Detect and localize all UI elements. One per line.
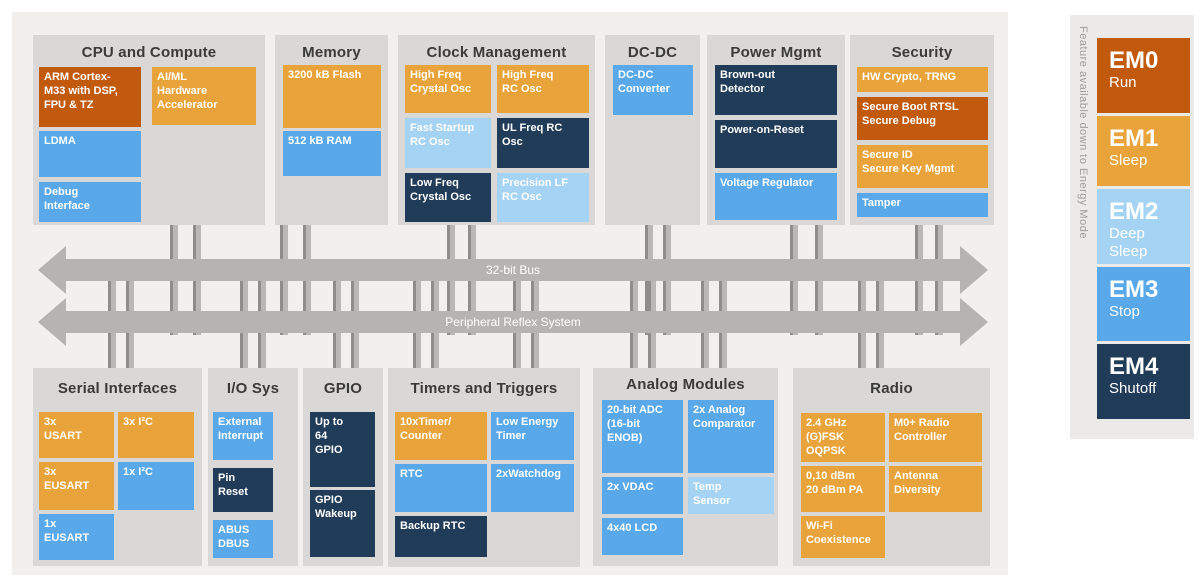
item-backup-rtc: Backup RTC	[395, 516, 487, 557]
item-voltage-regulator: Voltage Regulator	[715, 173, 837, 220]
item-debug-interface: Debug Interface	[39, 182, 141, 222]
section-gpio-title: GPIO	[323, 380, 363, 397]
item-secure-id-key-mgmt: Secure ID Secure Key Mgmt	[857, 145, 988, 188]
bus-32bit-label: 32-bit Bus	[485, 263, 541, 277]
energy-mode-sub: Shutoff	[1109, 380, 1157, 398]
item-pin-reset: Pin Reset	[213, 468, 273, 512]
item-low-energy-timer: Low Energy Timer	[491, 412, 574, 460]
energy-mode-sub: Stop	[1109, 303, 1140, 321]
energy-mode-name: EM4	[1109, 353, 1159, 380]
item-external-interrupt: External Interrupt	[213, 412, 273, 460]
item-gpio-wakeup: GPIO Wakeup	[310, 490, 375, 557]
item-tamper: Tamper	[857, 193, 988, 217]
section-memory: Memory	[275, 35, 388, 225]
item-dcdc-converter: DC-DC Converter	[613, 65, 693, 115]
bus-prs-label: Peripheral Reflex System	[445, 315, 581, 329]
bus-arrowhead-left	[38, 246, 66, 294]
bus-arrowhead-left	[38, 298, 66, 346]
section-clock-title: Clock Management	[426, 44, 567, 61]
item-flash: 3200 kB Flash	[283, 65, 381, 128]
item-timer-counter: 10xTimer/ Counter	[395, 412, 487, 460]
section-security-title: Security	[891, 44, 953, 61]
item-fast-startup-rc-osc: Fast Startup RC Osc	[405, 118, 491, 168]
energy-panel-caption: Feature available down to Energy Mode	[1077, 26, 1089, 239]
bus-32bit: 32-bit Bus	[66, 259, 960, 281]
item-power-on-reset: Power-on-Reset	[715, 120, 837, 168]
item-lf-crystal-osc: Low Freq Crystal Osc	[405, 173, 491, 222]
item-rtc: RTC	[395, 464, 487, 512]
item-brownout-detector: Brown-out Detector	[715, 65, 837, 115]
item-aiml-accelerator: AI/ML Hardware Accelerator	[152, 67, 256, 125]
energy-mode-sub: Deep Sleep	[1109, 225, 1148, 260]
item-watchdog: 2xWatchdog	[491, 464, 574, 512]
item-secure-boot: Secure Boot RTSL Secure Debug	[857, 97, 988, 140]
item-adc: 20-bit ADC (16-bit ENOB)	[602, 400, 683, 473]
item-arm-cortex-m33: ARM Cortex- M33 with DSP, FPU & TZ	[39, 67, 141, 127]
bus-arrowhead-right	[960, 298, 988, 346]
item-hf-rc-osc: High Freq RC Osc	[497, 65, 589, 113]
item-ram: 512 kB RAM	[283, 131, 381, 176]
section-analog-title: Analog Modules	[626, 376, 745, 393]
energy-mode-em4: EM4 Shutoff	[1097, 344, 1190, 419]
item-1x-eusart: 1x EUSART	[39, 514, 114, 560]
item-output-power: 0,10 dBm 20 dBm PA	[801, 466, 885, 512]
item-lcd: 4x40 LCD	[602, 518, 683, 555]
item-hw-crypto-trng: HW Crypto, TRNG	[857, 67, 988, 92]
item-3x-i2c: 3x I²C	[118, 412, 194, 458]
energy-mode-sub: Run	[1109, 74, 1137, 92]
bus-prs: Peripheral Reflex System	[66, 311, 960, 333]
section-radio-title: Radio	[870, 380, 913, 397]
section-dcdc: DC-DC	[605, 35, 700, 225]
item-hf-crystal-osc: High Freq Crystal Osc	[405, 65, 491, 113]
energy-mode-sub: Sleep	[1109, 152, 1148, 170]
item-ldma: LDMA	[39, 131, 141, 177]
item-3x-eusart: 3x EUSART	[39, 462, 114, 510]
section-iosys-title: I/O Sys	[226, 380, 280, 397]
section-cpu-title: CPU and Compute	[81, 44, 217, 61]
bus-arrowhead-right	[960, 246, 988, 294]
item-1x-i2c: 1x I²C	[118, 462, 194, 510]
energy-mode-em2: EM2 Deep Sleep	[1097, 189, 1190, 264]
energy-mode-name: EM1	[1109, 125, 1159, 152]
item-wifi-coexistence: Wi-Fi Coexistence	[801, 516, 885, 558]
item-m0-radio-controller: M0+ Radio Controller	[889, 413, 982, 462]
section-memory-title: Memory	[302, 44, 361, 61]
item-ul-freq-rc-osc: UL Freq RC Osc	[497, 118, 589, 168]
item-up-to-64-gpio: Up to 64 GPIO	[310, 412, 375, 487]
energy-mode-em1: EM1 Sleep	[1097, 116, 1190, 186]
section-serial-title: Serial Interfaces	[57, 380, 178, 397]
item-vdac: 2x VDAC	[602, 477, 683, 514]
energy-mode-em0: EM0 Run	[1097, 38, 1190, 113]
item-temp-sensor: Temp Sensor	[688, 477, 774, 514]
section-timers-title: Timers and Triggers	[410, 380, 558, 397]
section-power-title: Power Mgmt	[730, 44, 822, 61]
energy-mode-name: EM2	[1109, 198, 1159, 225]
item-antenna-diversity: Antenna Diversity	[889, 466, 982, 512]
energy-mode-em3: EM3 Stop	[1097, 267, 1190, 341]
energy-mode-name: EM3	[1109, 276, 1159, 303]
item-precision-lf-rc-osc: Precision LF RC Osc	[497, 173, 589, 222]
item-analog-comparator: 2x Analog Comparator	[688, 400, 774, 473]
item-abus-dbus: ABUS DBUS	[213, 520, 273, 558]
item-24ghz-fsk-oqpsk: 2.4 GHz (G)FSK OQPSK	[801, 413, 885, 462]
item-3x-usart: 3x USART	[39, 412, 114, 458]
section-dcdc-title: DC-DC	[627, 44, 678, 61]
energy-mode-name: EM0	[1109, 47, 1159, 74]
